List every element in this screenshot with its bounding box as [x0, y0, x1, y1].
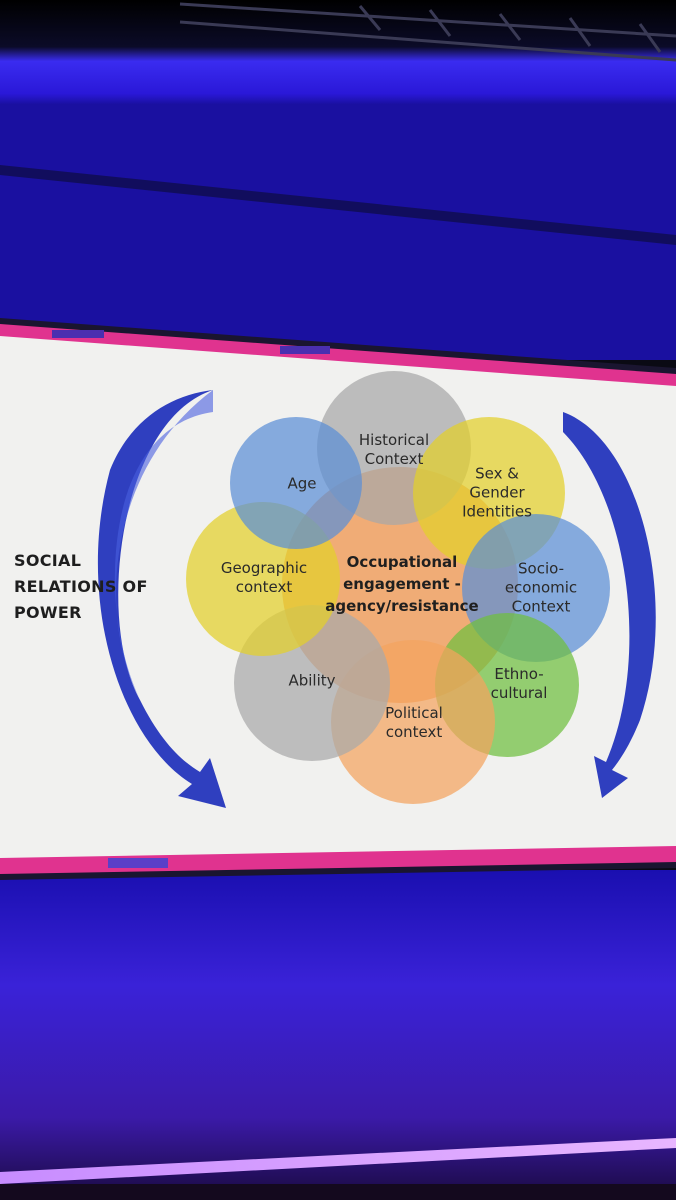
socio-economic-label-line: Context [511, 597, 571, 616]
curtain-edge [0, 165, 676, 245]
side-label-line: SOCIAL [14, 551, 82, 570]
age-label-line: Age [287, 474, 317, 493]
sex-gender-label-line: Gender [469, 483, 525, 502]
truss [179, 2, 676, 62]
ethno-cultural-label-line: Ethno- [494, 665, 544, 683]
ethno-cultural-label: Ethno-cultural [491, 665, 548, 703]
age-circle [230, 417, 362, 549]
political-context-label-line: Political [385, 704, 443, 722]
center-label: Occupational engagement - agency/resistanc… [325, 551, 478, 617]
border-accent [52, 330, 104, 338]
historical-context-label-line: Context [364, 450, 424, 468]
left-arrow-highlight [114, 390, 213, 700]
border-accent [280, 346, 330, 354]
side-label-line: RELATIONS OF [14, 577, 148, 596]
political-context-label-line: context [385, 723, 443, 741]
age-label: Age [287, 475, 316, 494]
side-label-line: POWER [14, 603, 82, 622]
socio-economic-label-line: Socio- [518, 559, 564, 578]
right-arrow [563, 412, 656, 798]
ethno-cultural-label-line: cultural [490, 684, 548, 702]
stage-floor-dark [0, 1184, 676, 1200]
social-relations-label: SOCIAL RELATIONS OF POWER [14, 548, 148, 626]
center-label-line: Occupational [346, 553, 458, 571]
center-label-line: engagement - [343, 575, 461, 593]
border-accent [108, 858, 168, 868]
diagram-circles [186, 371, 610, 804]
stage-edge-light [0, 1138, 676, 1184]
ability-label: Ability [288, 672, 335, 691]
sex-gender-label-line: Sex & [475, 464, 519, 483]
ability-label-line: Ability [288, 671, 336, 690]
center-label-line: agency/resistance [325, 597, 479, 615]
socio-economic-label-line: economic [504, 578, 578, 597]
historical-context-label-line: Historical [358, 431, 430, 449]
geographic-context-label-line: Geographic [220, 559, 308, 577]
geographic-context-label-line: context [235, 578, 293, 596]
sex-gender-label-line: Identities [462, 502, 532, 521]
